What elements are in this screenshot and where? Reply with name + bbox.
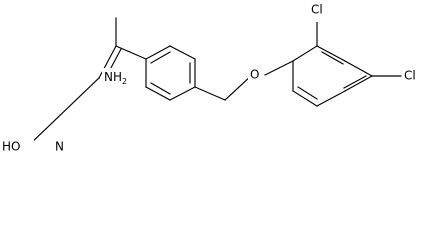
- amine-label: NH2: [104, 70, 127, 86]
- chemical-structure-diagram: NH2 HO N O Cl Cl: [0, 0, 427, 155]
- imine-label-background: [53, 137, 67, 155]
- methylene-bond: [224, 74, 253, 101]
- ring-bond: [292, 90, 318, 107]
- oxime-label: HO: [2, 140, 20, 154]
- ether-oxygen-label: O: [250, 68, 259, 82]
- amidine-carbon-bond: [115, 45, 147, 60]
- right-dichlorophenyl-ring: [292, 45, 373, 107]
- right-chlorine-label: Cl: [404, 69, 416, 83]
- nitrogen-oxygen-bond: [27, 77, 100, 147]
- amine-label-subscript: 2: [122, 77, 127, 86]
- ring-inner-double-bond: [297, 86, 318, 100]
- left-benzene-ring: [145, 45, 196, 101]
- ether-bond: [264, 60, 294, 76]
- ring-inner-double-bond: [150, 51, 171, 64]
- right-chlorine-label-background: [402, 67, 427, 85]
- top-chlorine-label: Cl: [311, 3, 323, 17]
- chlorine-bonds: [316, 21, 402, 77]
- ring-bond: [316, 45, 346, 62]
- amine-label-main: NH: [104, 70, 122, 84]
- carbon-nitrogen-double-bond: [98, 45, 117, 79]
- ring-bond: [344, 60, 373, 77]
- amine-label-background: [102, 68, 132, 86]
- amidoxime-group: [27, 17, 147, 147]
- ether-oxygen-label-background: [248, 66, 263, 84]
- ring-bond: [169, 45, 196, 60]
- ring-inner-double-bond: [343, 75, 367, 89]
- benzylic-bond: [194, 86, 226, 101]
- imine-label: N: [55, 140, 64, 154]
- methylene-ether-linker: [194, 60, 294, 101]
- ring-inner-double-bond: [150, 82, 171, 95]
- ring-inner-double-bond: [321, 51, 344, 65]
- ring-bond: [292, 45, 318, 62]
- ring-bond: [145, 45, 171, 60]
- ring-bond: [145, 86, 171, 101]
- top-chlorine-label-background: [309, 0, 331, 22]
- chemical-structure-canvas: NH2 HO N O Cl Cl: [0, 0, 427, 155]
- ring-bond: [169, 86, 196, 101]
- oxime-label-background: [0, 137, 34, 155]
- ring-bond: [316, 90, 346, 107]
- ring-bond: [344, 75, 373, 92]
